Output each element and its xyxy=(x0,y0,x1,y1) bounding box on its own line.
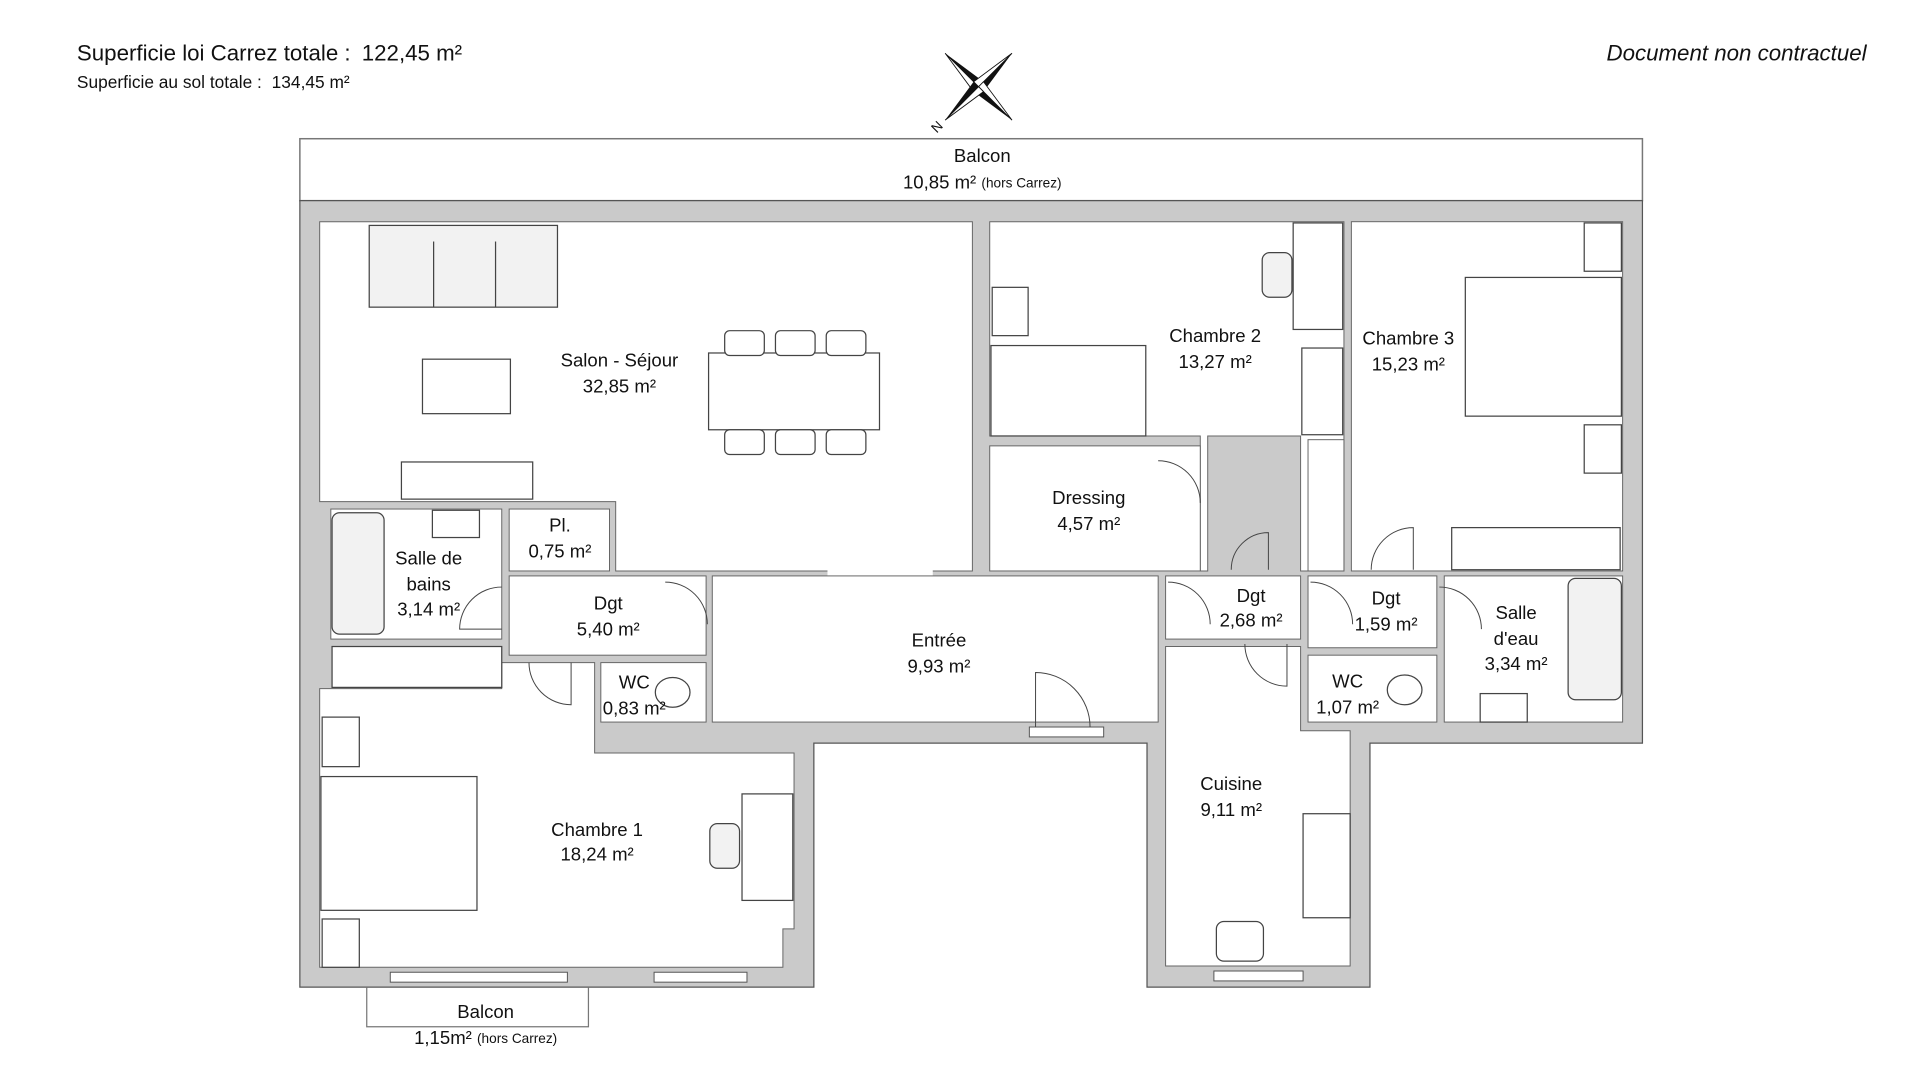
compass-north-label: N xyxy=(928,118,946,136)
salon-name: Salon - Séjour xyxy=(561,350,679,371)
sol-total: Superficie au sol totale : 134,45 m² xyxy=(77,72,350,92)
chair-icon xyxy=(709,823,741,869)
balcony-top-name: Balcon xyxy=(954,145,1011,166)
room-labels: Salon - Séjour 32,85 m² Chambre 2 13,27 … xyxy=(395,325,1547,865)
tv-unit-icon xyxy=(400,461,534,500)
dgt1-area: 5,40 m² xyxy=(577,618,640,639)
nightstand-icon xyxy=(321,716,360,768)
nightstand-icon xyxy=(1583,424,1622,474)
balcony-bottom xyxy=(366,987,590,1028)
dgt3-name: Dgt xyxy=(1372,587,1402,608)
bed-icon-chambre2 xyxy=(990,344,1147,437)
chair-icon-2 xyxy=(1261,252,1293,298)
dresser-icon xyxy=(1451,526,1621,571)
placard-area: 0,75 m² xyxy=(528,540,591,561)
entree-area: 9,93 m² xyxy=(907,655,970,676)
nightstand-icon xyxy=(321,918,360,968)
chambre1-area: 18,24 m² xyxy=(560,844,633,865)
balcony-bottom-area: 1,15m² (hors Carrez) xyxy=(414,1027,557,1048)
toilet-icon-2 xyxy=(1386,674,1423,706)
toilet-icon xyxy=(654,676,691,708)
room-dgt3 xyxy=(1307,575,1438,649)
cuisine-area: 9,11 m² xyxy=(1200,799,1262,820)
sink-icon xyxy=(431,509,481,539)
salon-area: 32,85 m² xyxy=(583,376,656,397)
kitchen-sink-icon xyxy=(1215,920,1265,962)
sink-icon-2 xyxy=(1479,692,1528,723)
chambre1-name: Chambre 1 xyxy=(551,819,643,840)
dgt2-area: 2,68 m² xyxy=(1220,610,1283,631)
entree-name: Entrée xyxy=(912,629,967,650)
chambre2-area: 13,27 m² xyxy=(1179,351,1252,372)
bed-icon-chambre3 xyxy=(1464,276,1622,417)
windows xyxy=(389,726,1304,983)
balcony-top xyxy=(299,137,1644,202)
disclaimer: Document non contractuel xyxy=(1606,40,1867,65)
shower-tub-icon xyxy=(1567,577,1622,701)
dressing-area: 4,57 m² xyxy=(1057,513,1120,534)
room-placard xyxy=(508,508,610,572)
compass-rose-icon: N xyxy=(928,52,1013,136)
room-dgt1 xyxy=(508,575,707,656)
wardrobe-icon xyxy=(1301,347,1344,436)
closet xyxy=(1307,439,1345,572)
placard-name: Pl. xyxy=(549,514,571,535)
wc1-name: WC xyxy=(619,672,650,693)
wc1-area: 0,83 m² xyxy=(603,698,666,719)
dgt2-name: Dgt xyxy=(1237,585,1267,606)
balcony-top-area: 10,85 m² (hors Carrez) xyxy=(903,171,1062,192)
dressing-name: Dressing xyxy=(1052,487,1125,508)
wc2-name: WC xyxy=(1332,670,1363,691)
chambre3-name: Chambre 3 xyxy=(1362,327,1454,348)
nightstand-icon xyxy=(991,286,1029,337)
chambre2-name: Chambre 2 xyxy=(1169,325,1261,346)
doors xyxy=(459,460,1482,728)
carrez-total: Superficie loi Carrez totale : 122,45 m² xyxy=(77,40,462,65)
dgt1-name: Dgt xyxy=(594,592,624,613)
sde-name-1: Salle xyxy=(1495,602,1536,623)
cuisine-name: Cuisine xyxy=(1200,773,1262,794)
sde-name-2: d'eau xyxy=(1494,628,1539,649)
room-dressing xyxy=(989,445,1201,572)
sde-area: 3,34 m² xyxy=(1485,653,1548,674)
sofa-icon xyxy=(368,224,559,308)
nightstand-icon xyxy=(1583,222,1622,272)
sdb-area: 3,14 m² xyxy=(397,599,460,620)
dining-table-icon xyxy=(707,352,881,431)
furniture xyxy=(320,222,1622,968)
sdb-name-2: bains xyxy=(406,574,450,595)
wc2-area: 1,07 m² xyxy=(1316,696,1379,717)
bathtub-icon xyxy=(331,512,385,635)
room-dgt2 xyxy=(1165,575,1302,640)
balcony-bottom-name: Balcon xyxy=(457,1001,514,1022)
desk-icon xyxy=(741,793,794,902)
chambre3-area: 15,23 m² xyxy=(1372,353,1445,374)
stove-icon xyxy=(1302,813,1351,919)
dgt3-area: 1,59 m² xyxy=(1355,613,1418,634)
desk-icon-2 xyxy=(1292,222,1344,331)
sdb-name-1: Salle de xyxy=(395,548,462,569)
room-entree xyxy=(711,575,1159,723)
cabinet-icon xyxy=(331,645,503,689)
bed-icon-chambre1 xyxy=(320,775,478,911)
coffee-table-icon xyxy=(421,358,512,415)
